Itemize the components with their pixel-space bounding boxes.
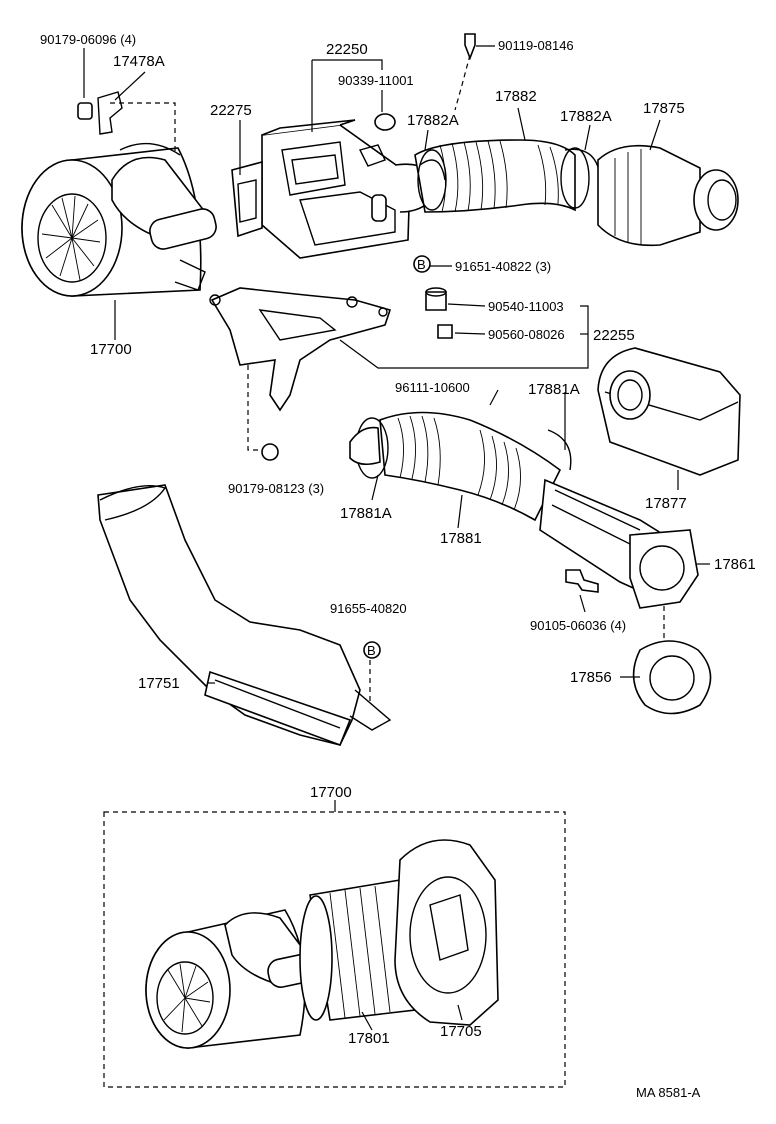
label-17478A: 17478A: [113, 53, 165, 70]
label-17875: 17875: [643, 100, 685, 117]
label-90179-08123: 90179-08123 (3): [228, 481, 324, 496]
label-17881: 17881: [440, 530, 482, 547]
label-22250: 22250: [326, 41, 368, 58]
assembly-frame: [103, 811, 566, 1088]
label-90179-06096: 90179-06096 (4): [40, 32, 136, 47]
air-hose-17882-drawing: [414, 139, 601, 213]
air-cleaner-assembly-drawing: [21, 142, 217, 297]
label-17882A-right: 17882A: [560, 108, 612, 125]
label-17856: 17856: [570, 669, 612, 686]
label-22275: 22275: [210, 102, 252, 119]
label-90105-06036: 90105-06036 (4): [530, 618, 626, 633]
gasket-17856-drawing: [632, 640, 712, 715]
b-marker-2: B: [367, 643, 376, 658]
label-17801: 17801: [348, 1030, 390, 1047]
label-17751: 17751: [138, 675, 180, 692]
label-91655-40820: 91655-40820: [330, 601, 407, 616]
b-marker-1: B: [417, 257, 426, 272]
label-22255: 22255: [593, 327, 635, 344]
label-17882: 17882: [495, 88, 537, 105]
bracket-22255-drawing: [209, 287, 392, 412]
label-90339-11001: 90339-11001: [338, 73, 414, 88]
label-90560-08026: 90560-08026: [488, 327, 565, 342]
label-91651-40822: 91651-40822 (3): [455, 259, 551, 274]
label-17882A-left: 17882A: [407, 112, 459, 129]
leader-lines: [83, 45, 710, 1031]
label-90119-08146: 90119-08146: [498, 38, 574, 53]
part-labels: 90179-06096 (4) 17478A 22250 90339-11001…: [40, 32, 756, 1100]
duct-17861-drawing: [539, 478, 699, 609]
label-17705: 17705: [440, 1023, 482, 1040]
label-90540-11003: 90540-11003: [488, 299, 564, 314]
label-96111-10600: 96111-10600: [395, 380, 470, 395]
diagram-reference: MA 8581-A: [636, 1085, 701, 1100]
air-hose-17881-drawing: [349, 411, 572, 522]
resonator-17877-drawing: [597, 347, 741, 476]
duct-17751-drawing: [97, 484, 392, 747]
label-17877: 17877: [645, 495, 687, 512]
air-flow-meter-drawing: [231, 119, 441, 259]
label-17700-bottom: 17700: [310, 784, 352, 801]
air-intake-17875-drawing: [597, 144, 739, 247]
label-17700-top: 17700: [90, 341, 132, 358]
label-17881A-left: 17881A: [340, 505, 392, 522]
air-cleaner-exploded-drawing: [145, 839, 499, 1049]
label-17881A-right: 17881A: [528, 381, 580, 398]
label-17861: 17861: [714, 556, 756, 573]
